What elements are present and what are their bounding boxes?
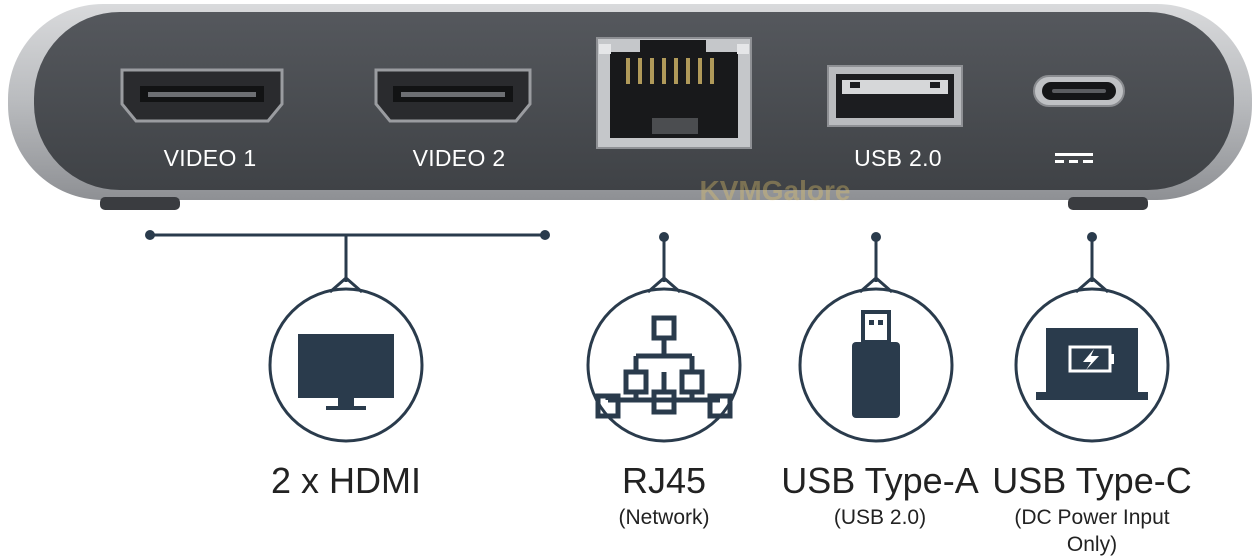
rj45-port (596, 37, 752, 149)
usb-c-port (1033, 75, 1125, 107)
rj45-pins (626, 58, 714, 84)
callout-title-usbc: USB Type-C (992, 460, 1191, 501)
device-foot-right (1068, 197, 1148, 210)
callout-subtitle-rj45: (Network) (618, 506, 709, 529)
callout-subtitle-usba: (USB 2.0) (834, 506, 926, 529)
callout-subtitle-usbc-line1: (DC Power Input (1014, 506, 1169, 529)
callout-title-usba: USB Type-A (781, 460, 978, 501)
callout-title-hdmi: 2 x HDMI (271, 460, 421, 501)
port-label-video2: VIDEO 2 (413, 145, 506, 171)
laptop-charging-icon (1036, 328, 1148, 400)
network-icon (595, 315, 733, 419)
watermark-text: KVMGalore (700, 175, 851, 206)
usb-a-port (827, 65, 963, 127)
monitor-icon (298, 334, 394, 410)
hdmi-port-1 (120, 68, 284, 123)
port-label-video1: VIDEO 1 (164, 145, 257, 171)
callout-connectors (145, 230, 1097, 282)
dc-power-symbol (1055, 153, 1093, 163)
hdmi-port-2 (374, 68, 532, 123)
device-foot-left (100, 197, 180, 210)
callout-subtitle-usbc-line2: Only) (1067, 533, 1117, 556)
dock-device: VIDEO 1 VIDEO 2 USB 2.0 KVMGalore (8, 4, 1252, 210)
callout-title-rj45: RJ45 (622, 460, 706, 501)
port-label-usb: USB 2.0 (854, 145, 942, 171)
callout-circles (268, 276, 1170, 443)
usb-drive-icon (852, 310, 900, 418)
